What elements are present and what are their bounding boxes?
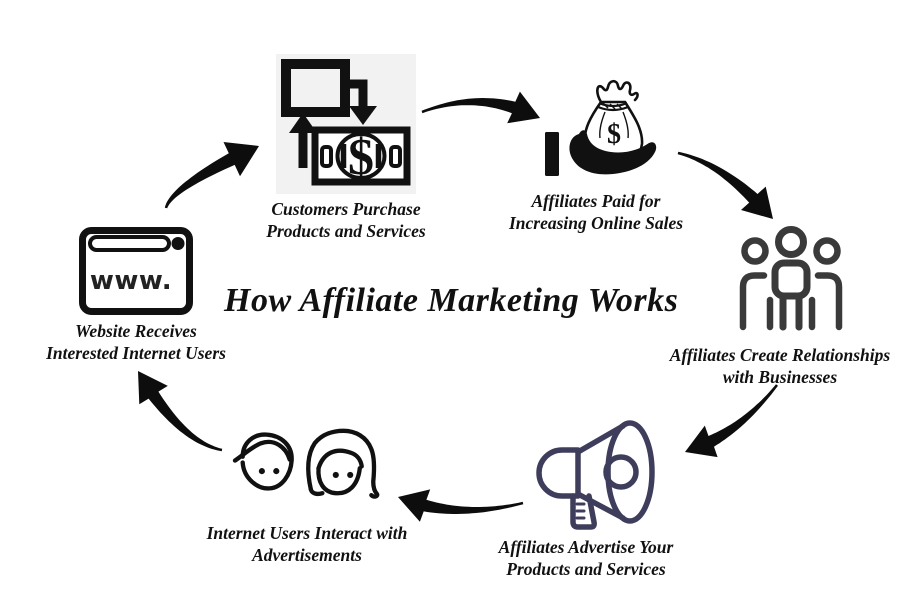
people-group-icon [739, 226, 843, 331]
two-faces-icon [232, 428, 380, 499]
node-affiliates-paid: $ Affiliates Paid for Increasing Online … [498, 76, 694, 234]
dollar-glyph: $ [607, 119, 621, 150]
product-money-exchange-icon: $ [276, 54, 416, 194]
browser-www-icon: www. [79, 227, 193, 315]
node-label: Customers Purchase Products and Services [266, 199, 426, 242]
megaphone-icon [536, 420, 655, 530]
www-label: www. [90, 266, 172, 296]
node-label: Affiliates Paid for Increasing Online Sa… [508, 191, 684, 234]
money-bag-in-hand-icon: $ [545, 79, 657, 176]
node-users-interact: Internet Users Interact with Advertiseme… [198, 426, 416, 566]
node-customers-purchase: $ Customers Purchase Products and Servic… [250, 54, 442, 242]
diagram-title: How Affiliate Marketing Works [224, 282, 679, 319]
arrow-website-to-customers [164, 142, 259, 209]
node-label: Internet Users Interact with Advertiseme… [206, 523, 408, 566]
dollar-glyph: $ [348, 129, 374, 186]
node-label: Affiliates Advertise Your Products and S… [498, 537, 674, 580]
node-label: Affiliates Create Relationships with Bus… [669, 345, 891, 388]
arrow-relationships-to-advertise [685, 384, 778, 458]
node-website-receives: www. Website Receives Interested Interne… [22, 226, 250, 364]
node-affiliates-relationships: Affiliates Create Relationships with Bus… [645, 222, 915, 388]
node-affiliates-advertise: Affiliates Advertise Your Products and S… [482, 408, 690, 580]
node-label: Website Receives Interested Internet Use… [46, 321, 226, 364]
